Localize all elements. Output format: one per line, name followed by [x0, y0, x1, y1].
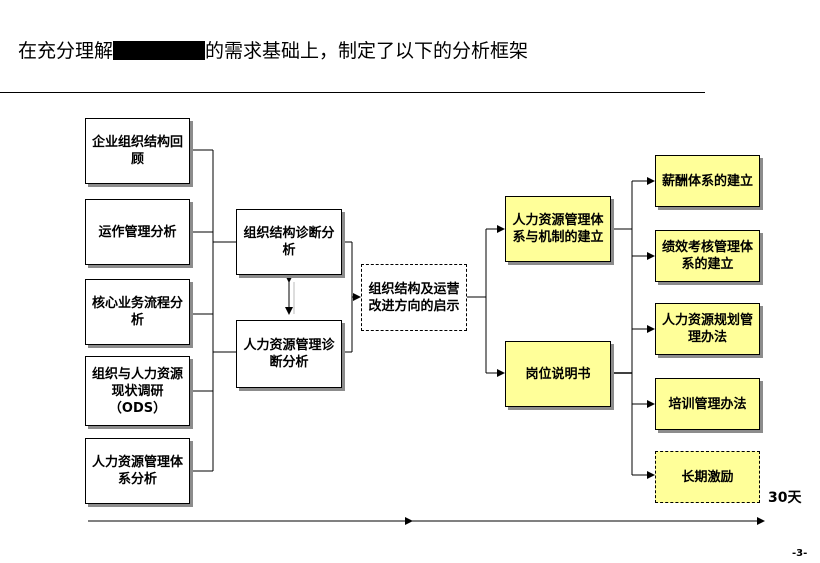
- hr-system-analysis-label: 人力资源管理体系分析: [91, 455, 183, 487]
- org-diagnosis-label: 组织结构诊断分析: [243, 226, 335, 258]
- page-title: 在充分理解 的需求基础上，制定了以下的分析框架: [18, 36, 528, 63]
- duration-label: 30天: [768, 490, 802, 506]
- core-process-box: 核心业务流程分析: [85, 279, 190, 345]
- job-description-box: 岗位说明书: [505, 341, 611, 407]
- job-description-label: 岗位说明书: [525, 366, 591, 382]
- long-term-incentive-label: 长期激励: [681, 469, 734, 485]
- ods-survey-label: 组织与人力资源现状调研（ODS）: [91, 366, 183, 416]
- page-number: -3-: [792, 548, 808, 559]
- performance-box: 绩效考核管理体系的建立: [655, 230, 760, 282]
- training-label: 培训管理办法: [668, 396, 747, 412]
- org-structure-review-label: 企业组织结构回顾: [91, 135, 183, 167]
- hr-planning-box: 人力资源规划管理办法: [655, 303, 760, 355]
- hr-system-analysis-box: 人力资源管理体系分析: [85, 438, 190, 504]
- operation-management-box: 运作管理分析: [85, 199, 190, 265]
- hr-planning-label: 人力资源规划管理办法: [661, 313, 753, 345]
- org-diagnosis-box: 组织结构诊断分析: [236, 209, 342, 275]
- training-box: 培训管理办法: [655, 378, 760, 430]
- compensation-box: 薪酬体系的建立: [655, 155, 760, 207]
- hr-mechanism-box: 人力资源管理体系与机制的建立: [505, 196, 611, 262]
- hr-diagnosis-label: 人力资源管理诊断分析: [243, 338, 335, 370]
- title-text-start: 在充分理解: [18, 40, 114, 62]
- org-structure-review-box: 企业组织结构回顾: [85, 118, 190, 184]
- hr-mechanism-label: 人力资源管理体系与机制的建立: [512, 213, 604, 245]
- insight-label: 组织结构及运营改进方向的启示: [368, 281, 460, 314]
- performance-label: 绩效考核管理体系的建立: [661, 240, 753, 272]
- compensation-label: 薪酬体系的建立: [661, 173, 753, 189]
- insight-box: 组织结构及运营改进方向的启示: [361, 264, 467, 331]
- redacted-block: [113, 41, 206, 60]
- hr-diagnosis-box: 人力资源管理诊断分析: [236, 320, 342, 388]
- core-process-label: 核心业务流程分析: [91, 296, 183, 328]
- ods-survey-box: 组织与人力资源现状调研（ODS）: [85, 356, 190, 426]
- title-divider: [0, 92, 705, 93]
- title-text-end: 的需求基础上，制定了以下的分析框架: [205, 40, 529, 62]
- long-term-incentive-box: 长期激励: [655, 451, 760, 503]
- operation-management-label: 运作管理分析: [98, 224, 177, 240]
